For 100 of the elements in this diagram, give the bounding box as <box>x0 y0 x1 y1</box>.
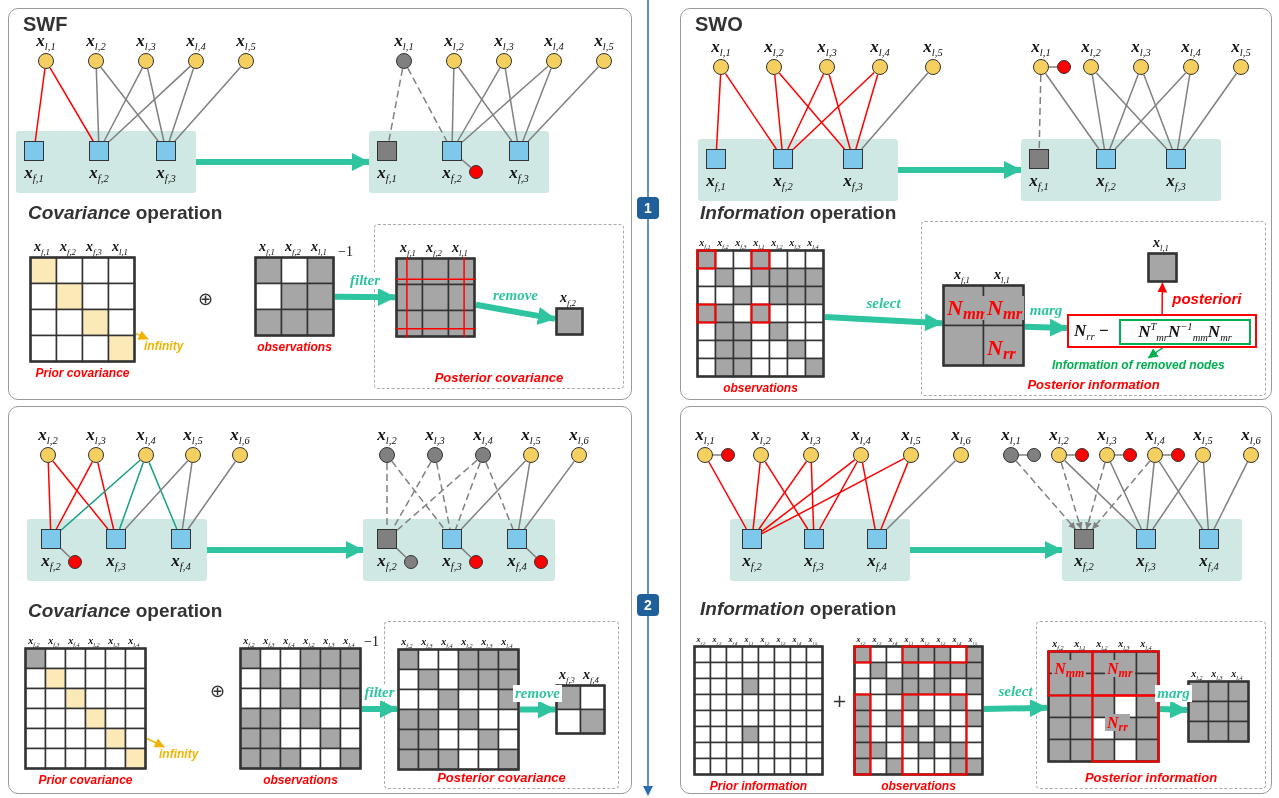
column-header: x$_{f,1}$ <box>258 239 276 255</box>
edge-label: posteriori <box>1170 290 1244 307</box>
node-label: x$_{l,5}$ <box>1230 37 1252 57</box>
connector-line <box>787 73 825 150</box>
connector-line <box>1109 73 1139 150</box>
column-header: x$_{f,4}$ <box>440 636 454 647</box>
column-header: x$_{f,2}$ <box>284 239 302 255</box>
connector-line <box>778 72 846 150</box>
connector-line <box>1114 454 1124 456</box>
column-header: x$_{l,3}$ <box>480 636 494 647</box>
edge-label: select <box>996 683 1035 701</box>
connector-line <box>146 68 165 142</box>
factor-band <box>730 519 910 581</box>
column-header: x$_{l,3}$ <box>788 237 802 248</box>
node-label: x$_{f,2}$ <box>741 550 763 572</box>
column-header: x$_{l,2}$ <box>302 635 316 646</box>
matrix-caption: Prior covariance <box>34 366 131 380</box>
arrow <box>1085 461 1106 530</box>
factor-band <box>698 139 898 201</box>
node-label: x$_{l,5}$ <box>922 37 944 57</box>
marker-dot <box>534 555 548 569</box>
node-label: x$_{f,3}$ <box>155 162 177 184</box>
node-label: x$_{f,2}$ <box>1073 550 1095 572</box>
connector-line <box>861 462 876 530</box>
factor-band <box>1062 519 1242 581</box>
node-label: x$_{f,3}$ <box>441 550 463 572</box>
column-header: x$_{f,1}$ <box>399 240 417 256</box>
connector-line <box>1176 74 1191 150</box>
connector-line <box>810 462 815 530</box>
edge-label: marg <box>1155 684 1192 702</box>
factor-band <box>1021 139 1221 201</box>
connector-line <box>1143 73 1173 150</box>
connector-line <box>792 71 875 151</box>
marker-dot <box>721 448 735 462</box>
matrix-caption: observations <box>262 773 339 787</box>
factor-band <box>369 131 549 193</box>
connector-line <box>55 461 93 530</box>
node-label: x$_{l,2}$ <box>85 31 107 51</box>
factor-band <box>27 519 207 581</box>
column-header: x$_{f,3}$ <box>85 239 103 255</box>
node-label: x$_{l,4}$ <box>135 425 157 445</box>
panel <box>680 406 1272 794</box>
node-label: x$_{f,4}$ <box>170 550 192 572</box>
connector-line <box>1182 72 1238 150</box>
connector-line <box>187 460 237 530</box>
connector-line <box>1152 460 1200 530</box>
block-arrow <box>196 153 370 171</box>
column-header: x$_{f,4}$ <box>282 635 296 646</box>
column-header: x$_{l,3}$ <box>107 635 121 646</box>
node-label: x$_{l,1}$ <box>393 31 415 51</box>
block-arrow <box>898 161 1022 179</box>
group-caption: Posterior information <box>1026 377 1161 392</box>
column-header: x$_{l,2}$ <box>1095 638 1109 649</box>
node-label: x$_{l,3}$ <box>493 31 515 51</box>
node-label: x$_{l,3}$ <box>800 425 822 445</box>
arrow <box>1157 282 1168 315</box>
connector-line <box>523 460 575 530</box>
marker-dot <box>1171 448 1185 462</box>
marker-dot <box>404 555 418 569</box>
connector-line <box>1048 66 1058 68</box>
node-label: x$_{f,1}$ <box>705 170 727 192</box>
dashed-group <box>1036 621 1266 789</box>
edge-label: filter <box>362 684 397 701</box>
connector-line <box>34 68 46 142</box>
column-header: x$_{l,1}$ <box>111 239 129 255</box>
connector-line <box>860 72 929 150</box>
connector-line <box>504 68 519 142</box>
column-header: x$_{l,1}$ <box>310 239 328 255</box>
connector-line <box>880 461 909 530</box>
connector-line <box>435 462 451 530</box>
connector-line <box>396 547 407 558</box>
column-header: x$_{l,4}$ <box>1230 668 1244 679</box>
section-heading: Covariance operation <box>28 600 223 622</box>
matrix-caption: observations <box>880 779 957 793</box>
step-badge: 2 <box>637 594 659 616</box>
block-arrow <box>475 301 556 325</box>
node-label: x$_{l,4}$ <box>850 425 872 445</box>
connector-line <box>148 461 178 530</box>
column-header: x$_{f,1}$ <box>33 239 51 255</box>
node-label: x$_{f,4}$ <box>1198 550 1220 572</box>
node-label: x$_{l,1}$ <box>1030 37 1052 57</box>
group-caption: Posterior information <box>1083 770 1219 785</box>
connector-line <box>100 66 159 142</box>
connector-line <box>47 462 52 530</box>
connector-line <box>1162 454 1172 456</box>
connector-line <box>60 547 71 558</box>
block-arrow <box>207 541 364 559</box>
node-label: x$_{f,2}$ <box>441 162 463 184</box>
node-label: x$_{f,2}$ <box>1095 170 1117 192</box>
node-label: x$_{f,3}$ <box>105 550 127 572</box>
column-header: x$_{f,2}$ <box>400 636 414 647</box>
column-header: x$_{l,2}$ <box>460 636 474 647</box>
node-label: x$_{l,2}$ <box>750 425 772 445</box>
node-label: x$_{l,4}$ <box>543 31 565 51</box>
node-label: x$_{f,2}$ <box>772 170 794 192</box>
connector-line <box>103 67 144 142</box>
matrix-caption: Prior information <box>708 779 809 793</box>
connector-line <box>1158 460 1204 530</box>
column-header: x$_{l,1}$ <box>752 237 766 248</box>
block-arrow <box>1159 700 1188 719</box>
